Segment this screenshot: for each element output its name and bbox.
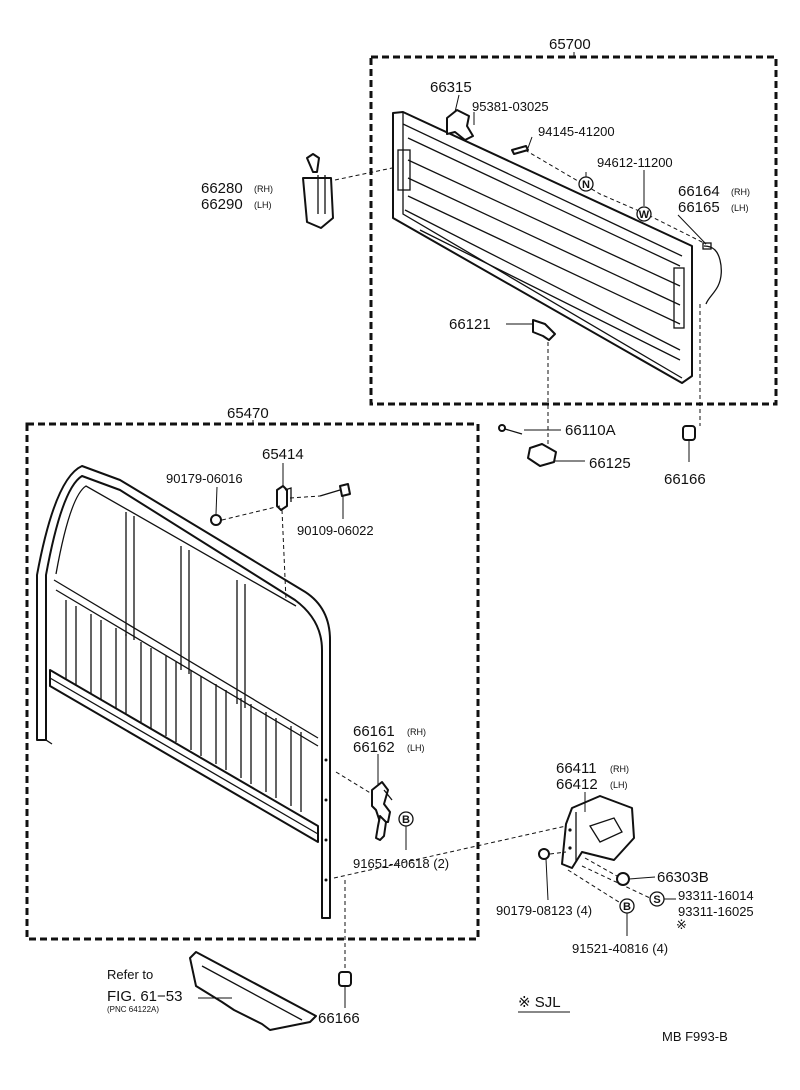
label-93311-16025: 93311-16025 — [678, 904, 754, 919]
label-65700: 65700 — [549, 36, 591, 53]
stopper-66166-top — [682, 425, 696, 441]
badge-b2: B — [619, 898, 635, 914]
label-refer-line3: (PNC 64122A) — [107, 1005, 159, 1014]
latch-plate-dash — [333, 825, 567, 879]
label-95381-03025: 95381-03025 — [472, 99, 549, 114]
label-66161-suffix: (RH) — [407, 727, 426, 737]
label-refer-line2: FIG. 61−53 — [107, 988, 182, 1005]
label-90179-08123: 90179-08123 (4) — [496, 903, 592, 918]
bolt-b-dash — [567, 869, 623, 905]
label-66280-suffix: (RH) — [254, 184, 273, 194]
label-66290: 66290 — [201, 196, 243, 213]
cable-66164 — [703, 245, 722, 305]
badge-n-text: N — [582, 179, 590, 191]
bracket-65414 — [276, 485, 292, 511]
label-66165-suffix: (LH) — [731, 203, 749, 213]
pin-dash — [524, 149, 707, 245]
label-66121: 66121 — [449, 316, 491, 333]
badge-b1: B — [398, 811, 414, 827]
label-94612-11200: 94612-11200 — [597, 155, 673, 170]
nut-plate-dash — [549, 851, 567, 855]
nut-90179-08123 — [538, 848, 550, 860]
stopper-66166-bottom — [338, 971, 352, 987]
badge-n: N — [578, 176, 594, 192]
label-66303b: 66303B — [657, 869, 709, 886]
label-66166-top: 66166 — [664, 471, 706, 488]
hook-66121 — [532, 319, 556, 341]
label-66412: 66412 — [556, 776, 598, 793]
label-66412-suffix: (LH) — [610, 780, 628, 790]
label-94145-41200: 94145-41200 — [538, 124, 615, 139]
label-66110a: 66110A — [565, 422, 616, 439]
leader-94145 — [527, 136, 533, 149]
label-91521-40816: 91521-40816 (4) — [572, 941, 668, 956]
label-66280: 66280 — [201, 180, 243, 197]
rack-frame — [36, 465, 331, 919]
bolt-s-dash — [581, 865, 651, 899]
bushing-66303b — [616, 872, 630, 886]
bracket-66125 — [527, 443, 557, 467]
leader-90179-06016 — [215, 486, 218, 515]
hinge-66315 — [446, 109, 474, 141]
label-66164: 66164 — [678, 183, 720, 200]
label-66165: 66165 — [678, 199, 720, 216]
latch-66161 — [371, 781, 393, 841]
chain-dash — [334, 167, 393, 181]
cable-end — [702, 242, 712, 250]
label-66166-bottom: 66166 — [318, 1010, 360, 1027]
leader-66303b — [628, 876, 656, 880]
tailgate-panel — [392, 111, 693, 384]
latch-dash — [335, 771, 373, 795]
reinforcement-edge — [201, 965, 303, 1021]
badge-b1-text: B — [402, 814, 410, 826]
bolt-dash — [289, 495, 321, 499]
label-65470: 65470 — [227, 405, 269, 422]
label-90109-06022: 90109-06022 — [297, 523, 374, 538]
pin-66110a — [498, 424, 523, 435]
label-66290-suffix: (LH) — [254, 200, 272, 210]
reinforcement-64122a — [189, 951, 317, 1031]
label-asterisk: ※ — [676, 917, 687, 932]
nut-90179-06016 — [210, 514, 222, 526]
nut-dash — [221, 505, 281, 521]
label-65414: 65414 — [262, 446, 304, 463]
label-90179-06016: 90179-06016 — [166, 471, 243, 486]
bolt-90109 — [319, 483, 351, 497]
label-66162-suffix: (LH) — [407, 743, 425, 753]
badge-s-text: S — [653, 894, 660, 906]
leader-90179-08123 — [545, 858, 549, 901]
label-66411: 66411 — [556, 760, 597, 777]
badge-s: S — [649, 891, 665, 907]
badge-b2-text: B — [623, 901, 631, 913]
label-66164-suffix: (RH) — [731, 187, 750, 197]
label-66162: 66162 — [353, 739, 395, 756]
pin-94145 — [511, 145, 529, 155]
bushing-dash — [584, 857, 618, 877]
label-93311-16014: 93311-16014 — [678, 888, 754, 903]
leader-66164 — [677, 214, 707, 245]
label-66315: 66315 — [430, 79, 472, 96]
label-refer-line1: Refer to — [107, 967, 153, 982]
leader-66315 — [454, 94, 460, 113]
label-91651-40618: 91651-40618 (2) — [353, 856, 449, 871]
bracket-dash — [281, 509, 287, 601]
label-legend-sjl: ※ SJL — [518, 994, 561, 1011]
label-66411-suffix: (RH) — [610, 764, 629, 774]
chain-66280 — [302, 153, 334, 229]
label-66125: 66125 — [589, 455, 631, 472]
plate-66411 — [561, 795, 635, 869]
badge-w-text: W — [639, 209, 650, 221]
label-66161: 66161 — [353, 723, 395, 740]
label-figure-code: MB F993-B — [662, 1029, 728, 1044]
badge-w: W — [636, 206, 652, 222]
